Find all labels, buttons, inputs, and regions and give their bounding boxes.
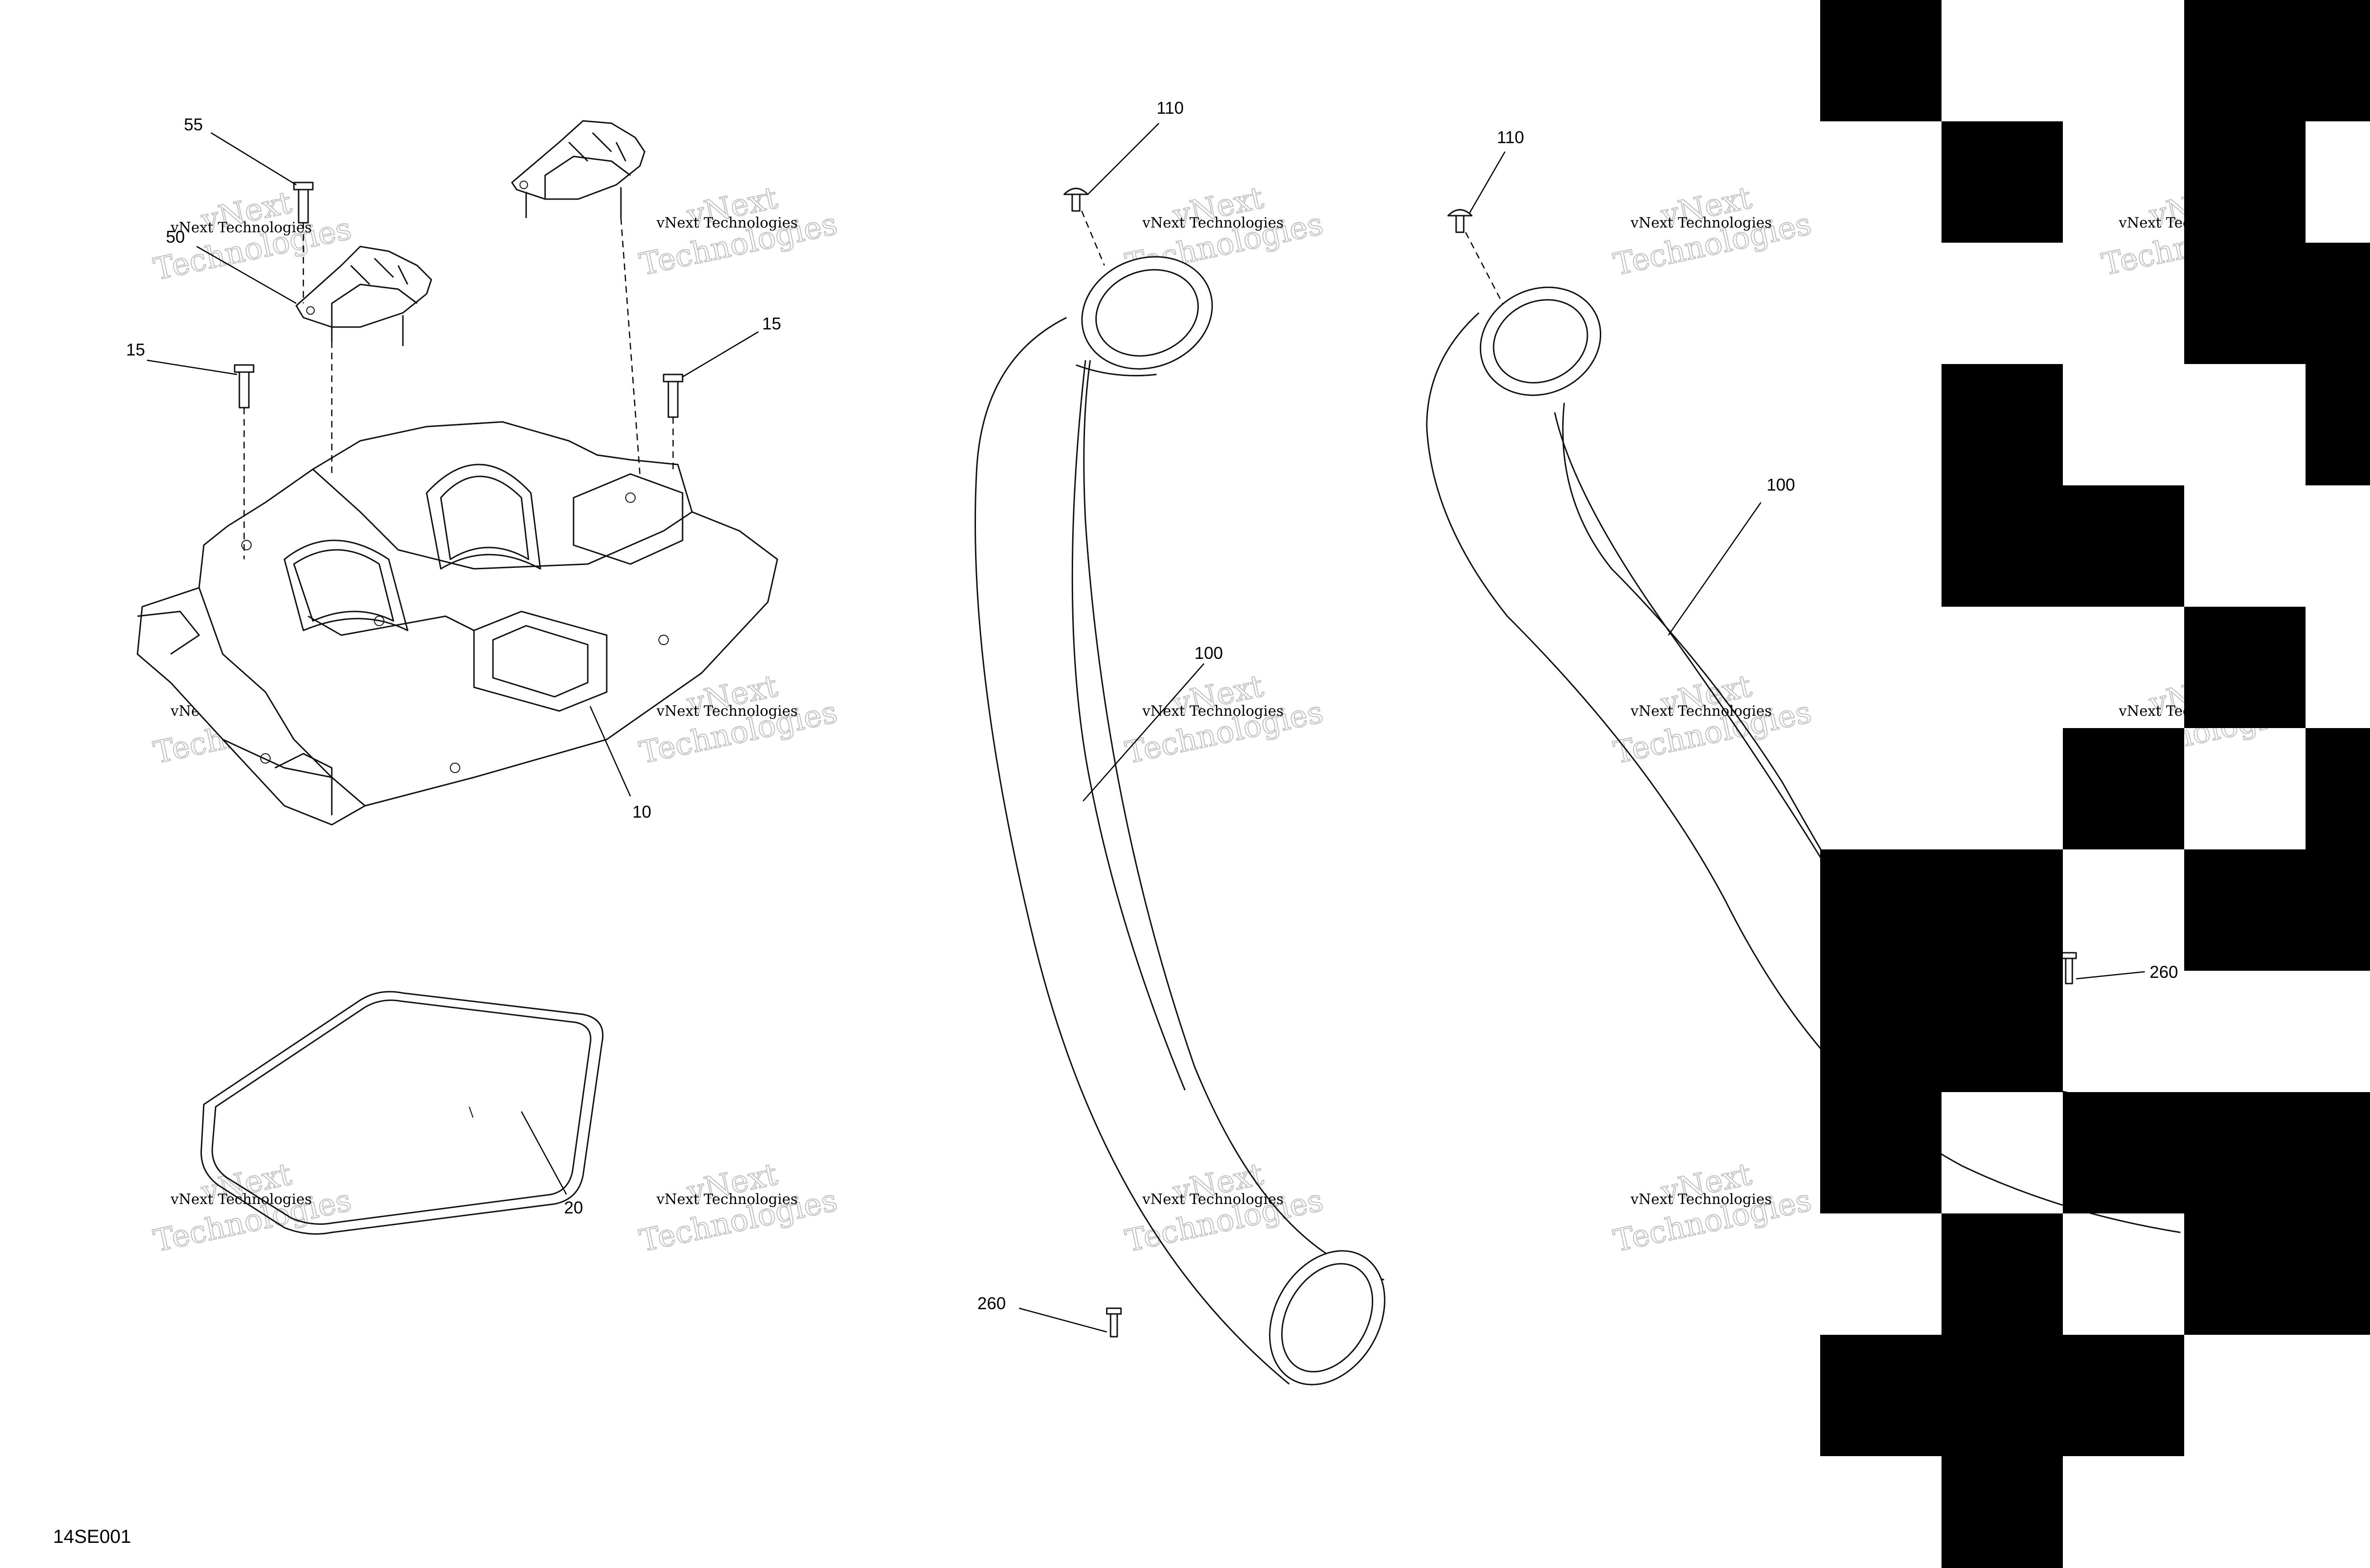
watermark-text: vNext Technologies: [1142, 703, 1284, 720]
callout-50: 50: [166, 227, 185, 246]
watermark-text: vNext Technologies: [1142, 1191, 1284, 1208]
part-15-screw-right: [663, 374, 684, 418]
part-20-gasket: [200, 991, 604, 1235]
callout-15-left: 15: [126, 340, 145, 359]
part-110-rivet-left: [1063, 188, 1089, 212]
callout-110-right: 110: [1497, 128, 1524, 147]
watermark-text: vNext Technologies: [1630, 1191, 1772, 1208]
watermark-text: vNext Technologies: [656, 703, 798, 720]
part-50-clamp-right: [511, 120, 646, 218]
callout-100-right: 100: [1767, 475, 1795, 494]
leader-lines: [146, 123, 2145, 1333]
diagram-code: 14SE001: [53, 1526, 131, 1547]
callout-55: 55: [184, 115, 203, 134]
callout-20: 20: [564, 1198, 583, 1217]
callout-15-right: 15: [762, 314, 781, 333]
part-260-screw-right: [2061, 952, 2077, 985]
part-55-screw: [293, 182, 314, 224]
part-50-clamp-left: [295, 246, 432, 346]
callout-110-left: 110: [1157, 98, 1184, 118]
part-100-hose-right: [1426, 286, 2181, 1233]
watermark-text: vNext Technologies: [656, 1191, 798, 1208]
watermark-text: vNext Technologies: [170, 219, 312, 236]
part-260-screw-left: [1106, 1307, 1122, 1338]
part-10-intake-housing: [137, 421, 778, 826]
part-100-hose-left: [975, 256, 1386, 1386]
part-15-screw-left: [234, 364, 255, 409]
watermark-text: vNext Technologies: [1142, 215, 1284, 231]
redaction-block-pattern: [1820, 0, 2370, 1568]
callout-260-right: 260: [2150, 962, 2178, 982]
callout-260-left: 260: [977, 1294, 1006, 1313]
watermark-text: vNext Technologies: [1630, 215, 1772, 231]
part-110-rivet-right: [1447, 209, 1473, 233]
watermark-text: vNext Technologies: [1630, 703, 1772, 720]
callout-100-left: 100: [1194, 643, 1223, 663]
watermark-text: vNext Technologies: [656, 215, 798, 231]
callout-10: 10: [632, 802, 651, 821]
